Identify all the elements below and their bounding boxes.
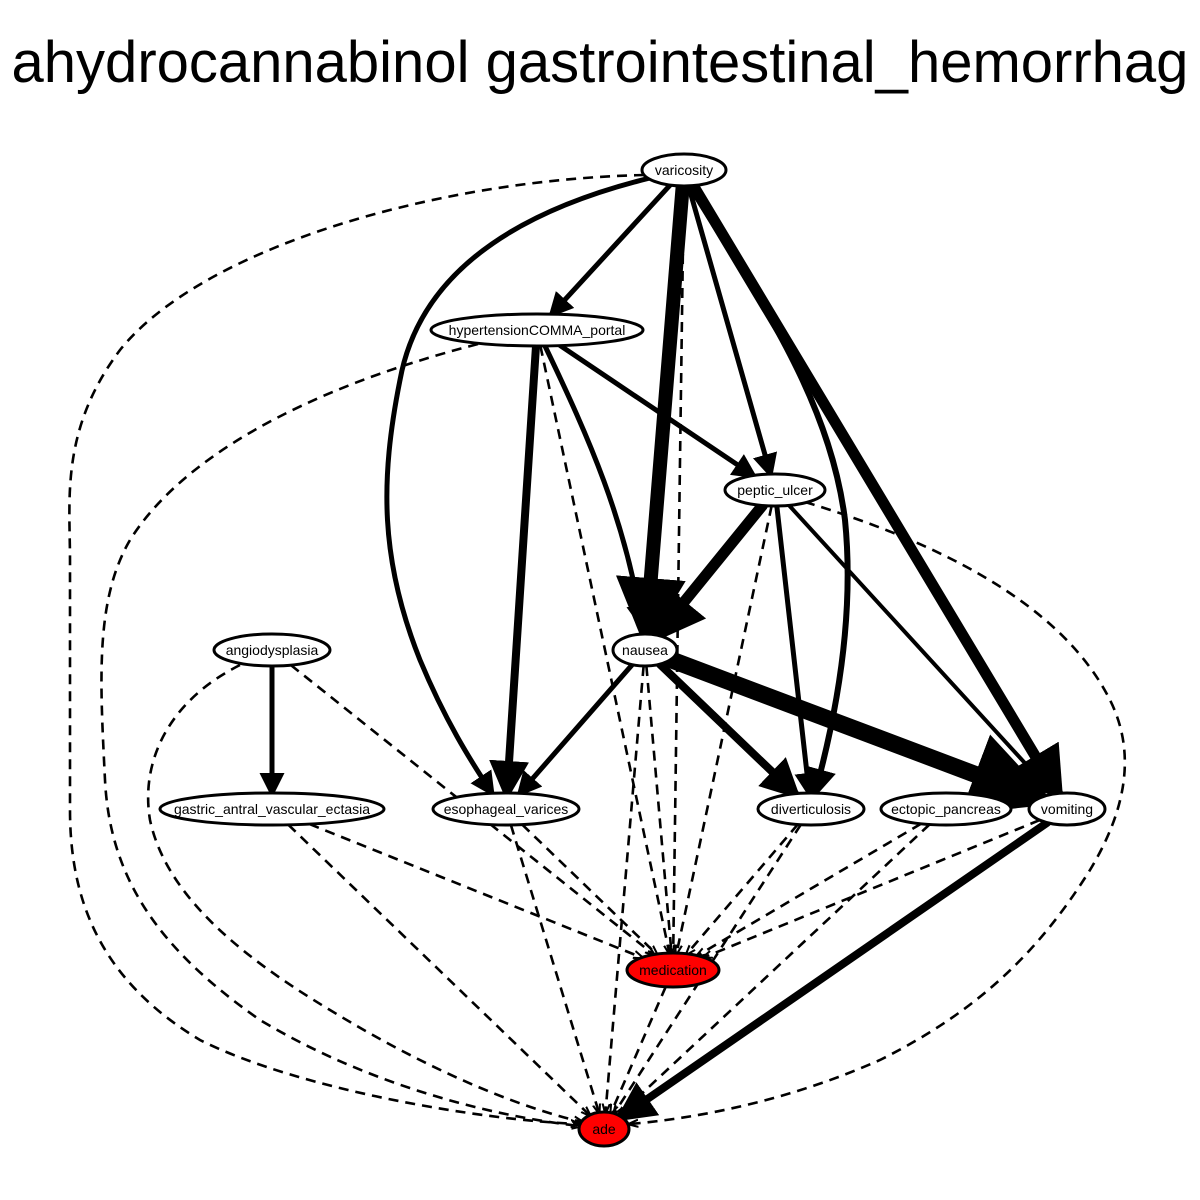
- node-label: esophageal_varices: [444, 801, 569, 817]
- node-diverticulosis[interactable]: diverticulosis: [756, 791, 866, 827]
- edge-varicosity-to-vomiting: [687, 180, 1064, 803]
- node-shape: [611, 632, 679, 668]
- node-label: nausea: [622, 642, 668, 658]
- node-esophageal-varices[interactable]: esophageal_varices: [431, 791, 581, 827]
- edge-peptic-ulcer-to-ade: [630, 500, 1127, 1124]
- edge-varicosity-to-peptic-ulcer: [686, 183, 778, 479]
- node-gastric-antral-vascular-ectasia[interactable]: gastric_antral_vascular_ectasia: [158, 791, 386, 827]
- edge-varicosity-to-medication: [673, 185, 686, 953]
- edge-ectopic-pancreas-to-ade: [619, 823, 931, 1116]
- edges-layer: [68, 173, 1127, 1126]
- node-shape: [756, 791, 866, 827]
- edge-vomiting-to-medication: [704, 818, 1041, 957]
- nodes-layer: varicosity hypertensionCOMMA_portalpeptic…: [158, 152, 1107, 1148]
- edge-angiodysplasia-to-ade: [146, 663, 582, 1122]
- node-label: ectopic_pancreas: [891, 801, 1001, 817]
- edge-varicosity-to-ade: [68, 173, 645, 1124]
- node-label: hypertensionCOMMA_portal: [449, 322, 626, 338]
- diagram-title: ahydrocannabinol gastrointestinal_hemorr…: [12, 30, 1189, 95]
- node-label: varicosity: [655, 162, 713, 178]
- edge-diverticulosis-to-medication: [687, 823, 799, 954]
- node-vomiting[interactable]: vomiting: [1027, 791, 1107, 827]
- edge-ectopic-pancreas-to-medication: [697, 822, 922, 956]
- edge-vomiting-to-ade: [614, 818, 1052, 1122]
- edge-esophageal-varices-to-medication: [521, 823, 656, 955]
- node-label: gastric_antral_vascular_ectasia: [174, 801, 370, 817]
- edge-medication-to-ade: [611, 986, 667, 1113]
- node-shape: [723, 472, 827, 508]
- edge-nausea-to-diverticulosis: [655, 660, 801, 800]
- edge-esophageal-varices-to-ade: [509, 824, 599, 1112]
- edge-angiodysplasia-to-medication: [290, 664, 654, 955]
- node-ade[interactable]: ade: [577, 1110, 631, 1148]
- node-shape: [431, 791, 581, 827]
- node-shape: [1027, 791, 1107, 827]
- node-label: angiodysplasia: [226, 642, 319, 658]
- edge-hypertension-portal-to-medication: [539, 345, 669, 953]
- node-shape: [429, 312, 645, 348]
- node-ectopic-pancreas[interactable]: ectopic_pancreas: [879, 791, 1013, 827]
- node-shape: [577, 1110, 631, 1148]
- edge-nausea-to-medication: [645, 665, 671, 953]
- edge-peptic-ulcer-to-diverticulosis: [774, 503, 820, 798]
- node-hypertension-portal[interactable]: hypertensionCOMMA_portal: [429, 312, 645, 348]
- node-shape: [625, 951, 721, 989]
- node-varicosity[interactable]: varicosity: [640, 152, 728, 188]
- node-label: diverticulosis: [771, 801, 851, 817]
- edge-varicosity-to-nausea: [615, 179, 690, 648]
- node-label: vomiting: [1041, 801, 1093, 817]
- edge-gastric-antral-vascular-ectasia-to-ade: [287, 823, 589, 1115]
- edge-gastric-antral-vascular-ectasia-to-medication: [309, 822, 642, 957]
- node-peptic-ulcer[interactable]: peptic_ulcer: [723, 472, 827, 508]
- node-shape: [879, 791, 1013, 827]
- node-shape: [158, 791, 386, 827]
- edge-nausea-to-ade: [606, 665, 645, 1112]
- edge-hypertension-portal-to-ade: [100, 342, 580, 1126]
- edge-hypertension-portal-to-esophageal-varices: [489, 342, 540, 801]
- node-angiodysplasia[interactable]: angiodysplasia: [212, 632, 332, 668]
- node-nausea[interactable]: nausea: [611, 632, 679, 668]
- node-shape: [212, 632, 332, 668]
- node-label: ade: [592, 1121, 616, 1137]
- edge-peptic-ulcer-to-nausea: [650, 500, 768, 644]
- edge-varicosity-to-hypertension-portal: [548, 182, 673, 318]
- node-medication[interactable]: medication: [625, 951, 721, 989]
- edge-nausea-to-vomiting: [662, 651, 1055, 815]
- edge-varicosity-to-esophageal-varices: [384, 175, 653, 798]
- edge-hypertension-portal-to-nausea: [542, 343, 652, 630]
- edge-nausea-to-esophageal-varices: [516, 662, 635, 798]
- node-label: medication: [639, 962, 707, 978]
- node-shape: [640, 152, 728, 188]
- edge-hypertension-portal-to-peptic-ulcer: [557, 343, 758, 479]
- node-label: peptic_ulcer: [737, 482, 813, 498]
